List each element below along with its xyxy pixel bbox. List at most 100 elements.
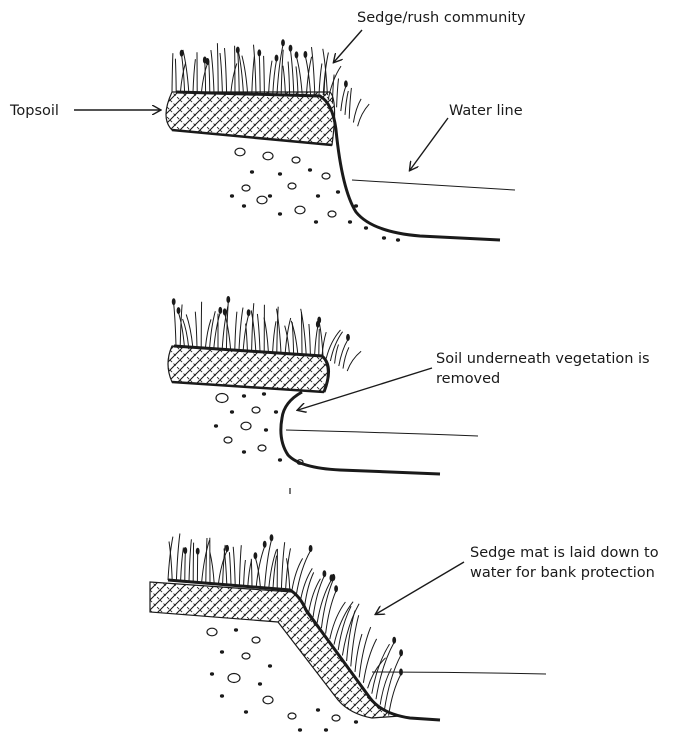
water-surface-line <box>372 672 546 674</box>
grass-blade <box>319 329 320 356</box>
gravel-stone <box>265 429 268 431</box>
grass-blade <box>172 53 173 92</box>
seed-head <box>219 307 222 313</box>
grass-blade <box>384 655 401 710</box>
grass-blade <box>285 318 291 353</box>
gravel-stone <box>383 237 386 239</box>
seed-head <box>335 586 338 592</box>
seed-head <box>184 548 187 554</box>
grass-blade <box>337 79 339 108</box>
panel-1-intact-bank <box>166 40 515 241</box>
grass-blade <box>239 308 243 351</box>
grass-blade <box>229 552 231 585</box>
grass-blade <box>259 55 260 94</box>
seed-head <box>347 334 350 340</box>
arrow-sedge-community <box>334 30 362 62</box>
grass-blade <box>246 324 248 351</box>
seed-head <box>203 57 206 63</box>
grass-blade <box>326 330 340 359</box>
grass-blade <box>358 104 370 126</box>
sedge-mat-layer <box>150 582 400 718</box>
gravel-stone <box>243 451 246 453</box>
seed-head <box>223 309 226 315</box>
gravel-stone <box>242 653 250 659</box>
seed-head <box>247 310 250 316</box>
gravel-stone <box>215 425 218 427</box>
gravel-stone <box>317 195 320 197</box>
gravel-stone <box>349 221 352 223</box>
grass-blade <box>176 534 180 581</box>
gravel-stone <box>257 196 267 204</box>
gravel-stone <box>235 148 245 156</box>
gravel-stone <box>299 729 302 731</box>
grass-blade <box>193 59 195 92</box>
grass-blade <box>254 45 257 94</box>
grass-blade <box>183 319 189 347</box>
gravel-stone <box>258 445 266 451</box>
gravel-stone <box>325 729 328 731</box>
grass-blade <box>335 345 339 364</box>
gravel-stone <box>241 422 251 430</box>
gravel-stone <box>355 721 358 723</box>
gravel-stone <box>252 407 260 413</box>
seed-head <box>254 553 257 559</box>
grass-blade <box>347 611 355 661</box>
grass-blade <box>205 62 206 93</box>
grass-blade <box>269 550 277 589</box>
label-water-line: Water line <box>449 101 523 121</box>
topsoil-layer <box>168 346 328 392</box>
gravel-stone <box>295 206 305 214</box>
grass-blade <box>201 64 207 93</box>
gravel-stone <box>231 195 234 197</box>
grass-blade <box>283 66 286 95</box>
gravel-stone <box>317 709 320 711</box>
label-soil-removed-line-2: removed <box>436 369 650 389</box>
grass-blade <box>217 43 218 93</box>
gravel-stone <box>269 665 272 667</box>
gravel-stone <box>279 213 282 215</box>
gravel-stone <box>309 169 312 171</box>
label-sedge-mat: Sedge mat is laid down to water for bank… <box>470 543 659 583</box>
grass-blade <box>252 57 255 94</box>
seed-head <box>226 545 229 551</box>
seed-head <box>295 52 298 58</box>
gravel-stone <box>263 152 273 160</box>
grass-blade <box>257 314 260 352</box>
grass-blade <box>273 60 277 94</box>
seed-head <box>304 52 307 58</box>
grass-blade <box>349 88 351 119</box>
grass-blade <box>189 539 191 581</box>
gravel-stone <box>251 171 254 173</box>
grass-blade <box>264 56 265 94</box>
grass-blade <box>238 52 239 93</box>
label-soil-removed: Soil underneath vegetation is removed <box>436 349 650 389</box>
gravel-stone <box>263 393 266 395</box>
label-topsoil: Topsoil <box>10 101 59 121</box>
seed-head <box>196 548 199 554</box>
grass-blade <box>210 552 214 583</box>
water-surface-line <box>286 430 478 436</box>
grass-blade <box>281 50 283 94</box>
grass-blade <box>186 314 193 347</box>
gravel-stone <box>235 629 238 631</box>
arrow-sedge-mat <box>376 562 464 614</box>
grass-blade <box>181 548 184 581</box>
grass-blade <box>341 86 346 111</box>
grass-blade <box>214 312 221 348</box>
gravel-stone <box>263 696 273 704</box>
grass-blade <box>231 63 237 93</box>
grass-blade <box>185 553 186 582</box>
grass-blade <box>248 560 252 586</box>
grass-blade <box>291 50 294 94</box>
gravel-stone <box>243 205 246 207</box>
grass-blade <box>359 627 371 677</box>
grass-blade <box>309 324 311 355</box>
arrow-water-line <box>410 118 448 170</box>
gravel-stone <box>259 683 262 685</box>
label-sedge-mat-line-2: water for bank protection <box>470 563 659 583</box>
grass-blade <box>251 559 252 587</box>
gravel-stone <box>355 205 358 207</box>
seed-head <box>332 574 335 580</box>
seed-head <box>227 297 230 303</box>
grass-blade <box>301 312 302 354</box>
